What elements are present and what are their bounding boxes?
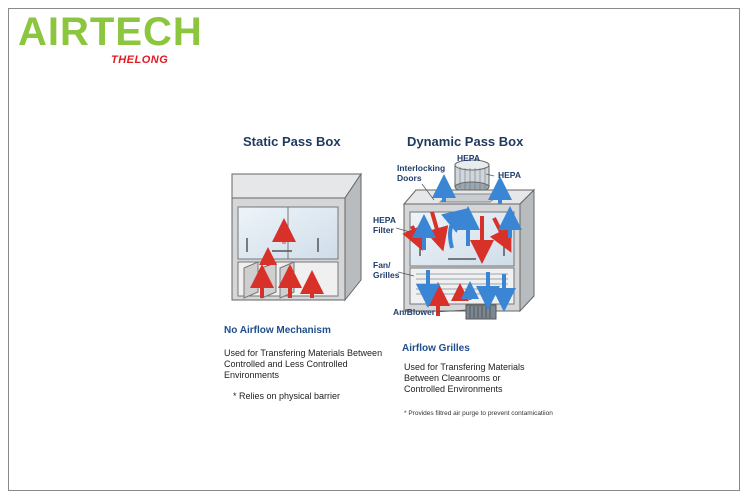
brand-logo: AIRTECH THELONG xyxy=(18,10,203,66)
dynamic-description: Used for Transfering Materials Between C… xyxy=(404,362,525,394)
static-heading: No Airflow Mechanism xyxy=(224,325,331,336)
dynamic-pass-box-illustration xyxy=(395,159,536,320)
label-hepa-filter: HEPA Filter xyxy=(373,215,396,235)
label-an-blower: An/Blower xyxy=(393,307,436,317)
static-note: * Relies on physical barrier xyxy=(233,391,341,401)
static-pass-box-title: Static Pass Box xyxy=(243,134,341,149)
label-fan-grilles: Fan/ Grilles xyxy=(373,260,400,280)
dynamic-pass-box-title: Dynamic Pass Box xyxy=(407,134,524,149)
static-description: Used for Transfering Materials Between C… xyxy=(224,348,383,380)
label-interlocking-doors: Interlocking Doors xyxy=(397,163,446,183)
brand-name: AIRTECH xyxy=(18,10,203,54)
label-hepa-right: HEPA xyxy=(498,170,521,180)
dynamic-note: * Provides filtred air purge to prevent … xyxy=(404,410,553,417)
image-frame xyxy=(8,8,740,491)
dynamic-heading: Airflow Grilles xyxy=(402,343,470,354)
brand-tagline: THELONG xyxy=(111,54,169,66)
static-pass-box-illustration xyxy=(231,172,362,302)
label-hepa-top: HEPA xyxy=(457,153,480,163)
